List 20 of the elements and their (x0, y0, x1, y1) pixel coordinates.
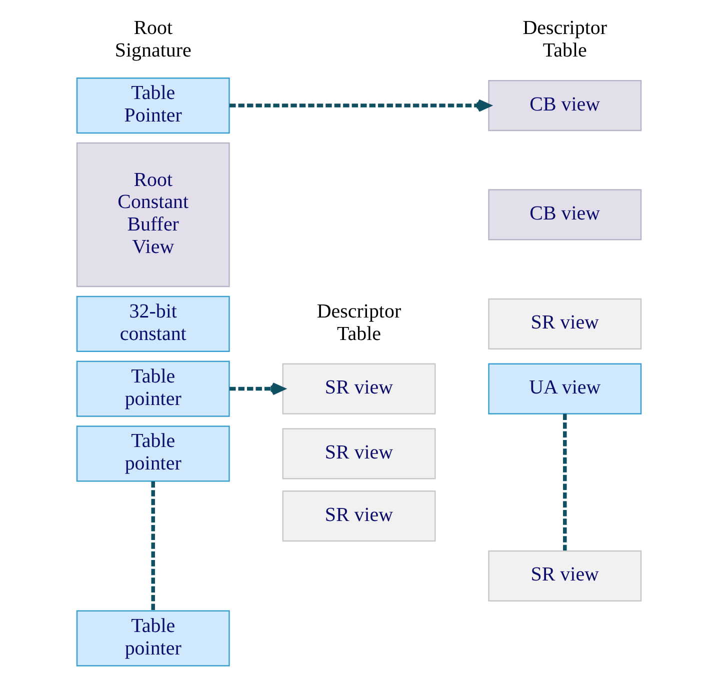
label: Descriptor Table (522, 17, 606, 62)
node-box: CB view (488, 189, 642, 240)
node-box: UA view (488, 363, 642, 414)
node-box: SR view (282, 490, 436, 542)
node-box: Table pointer (76, 426, 230, 482)
node-box: SR view (282, 363, 436, 414)
label: Descriptor Table (316, 300, 401, 345)
node-box: 32-bit constant (76, 296, 230, 352)
node-box: CB view (488, 80, 642, 132)
node-box: Table pointer (76, 610, 230, 666)
node-box: SR view (488, 298, 642, 350)
arrow (229, 99, 490, 112)
node-box: Table Pointer (76, 77, 230, 134)
connector (150, 481, 154, 611)
node-box: SR view (282, 428, 436, 480)
node-box: Root Constant Buffer View (76, 142, 230, 288)
label: Root Signature (114, 17, 191, 62)
node-box: Table pointer (76, 360, 230, 417)
node-box: SR view (488, 550, 642, 602)
connector (562, 414, 566, 550)
